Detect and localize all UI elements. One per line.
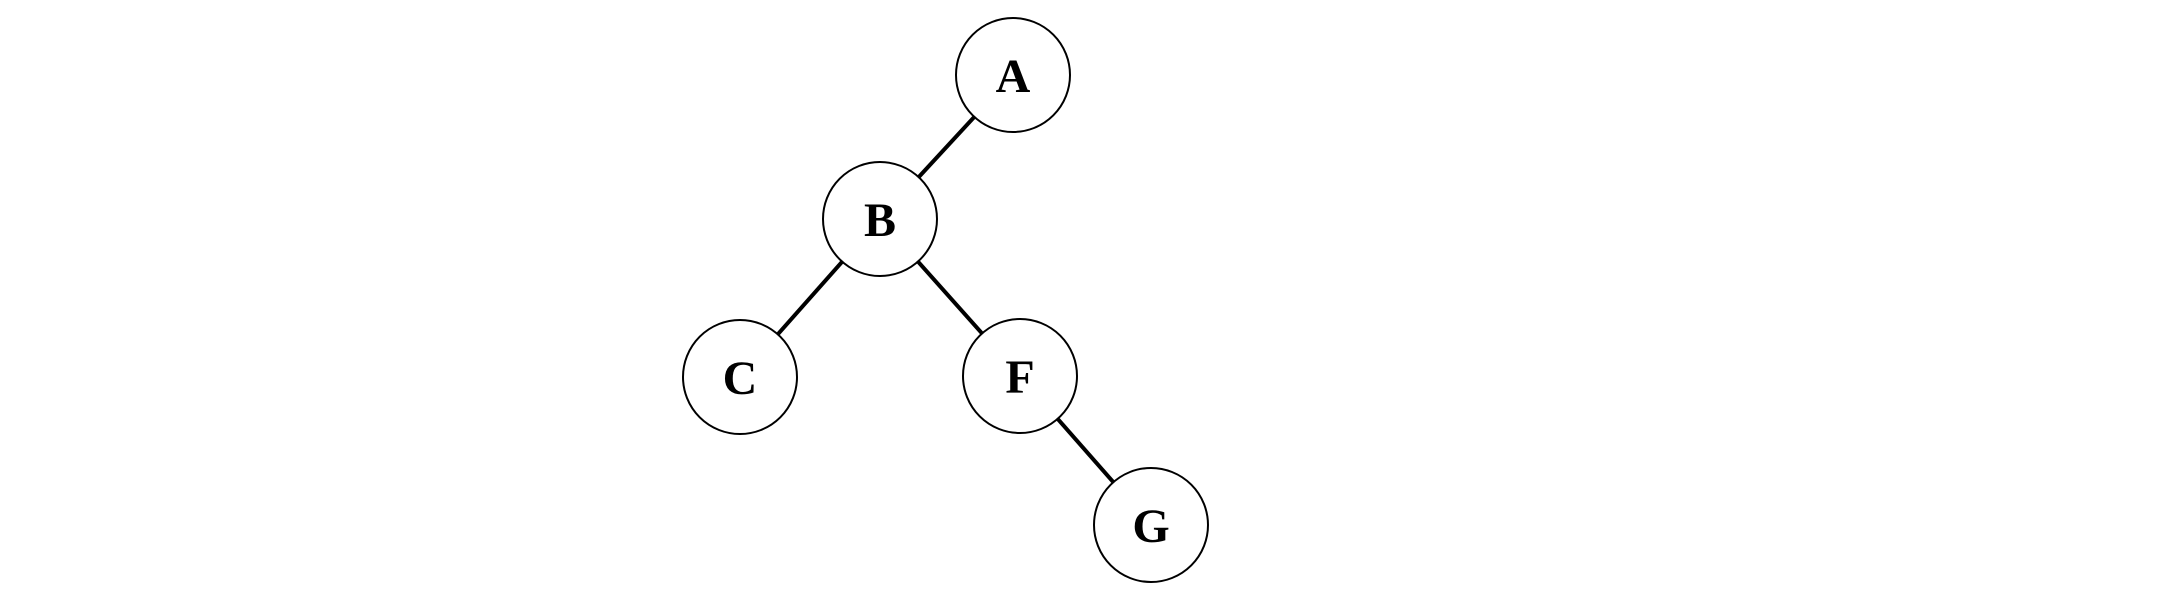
node-G-circle xyxy=(1093,467,1209,583)
node-B-circle xyxy=(822,161,938,277)
node-C-label: C xyxy=(723,352,758,405)
node-F-circle xyxy=(962,318,1078,434)
node-G: G xyxy=(1093,467,1209,583)
node-F: F xyxy=(962,318,1078,434)
node-A: A xyxy=(955,17,1071,133)
node-F-label: F xyxy=(1005,351,1034,404)
node-B-label: B xyxy=(864,194,896,247)
node-B: B xyxy=(822,161,938,277)
node-C: C xyxy=(682,319,798,435)
node-G-label: G xyxy=(1132,500,1169,553)
node-A-label: A xyxy=(996,50,1031,103)
node-A-circle xyxy=(955,17,1071,133)
node-C-circle xyxy=(682,319,798,435)
